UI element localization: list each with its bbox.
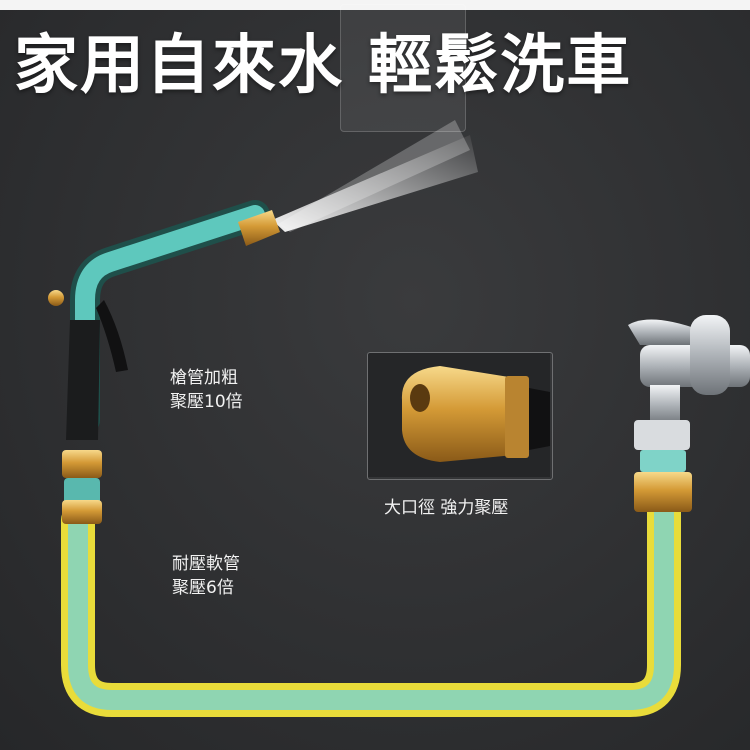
watermark-logo — [340, 4, 466, 132]
gun-callout-line1: 槍管加粗 — [170, 368, 238, 388]
hose-callout: 耐壓軟管 聚壓6倍 — [172, 552, 240, 600]
nozzle-detail — [368, 353, 550, 477]
nozzle-caption: 大口徑 強力聚壓 — [384, 498, 509, 518]
water-spray — [272, 120, 478, 232]
gun-callout-line2: 聚壓10倍 — [170, 392, 243, 412]
hose — [61, 483, 681, 717]
hose-callout-line1: 耐壓軟管 — [172, 554, 240, 574]
spray-gun — [48, 200, 280, 524]
page-title: 家用自來水 輕鬆洗車 — [14, 29, 633, 103]
nozzle-inset-frame — [367, 352, 553, 480]
hose-callout-line2: 聚壓6倍 — [172, 578, 234, 598]
gun-callout: 槍管加粗 聚壓10倍 — [170, 366, 243, 414]
top-strip — [0, 0, 750, 10]
faucet — [628, 315, 750, 512]
